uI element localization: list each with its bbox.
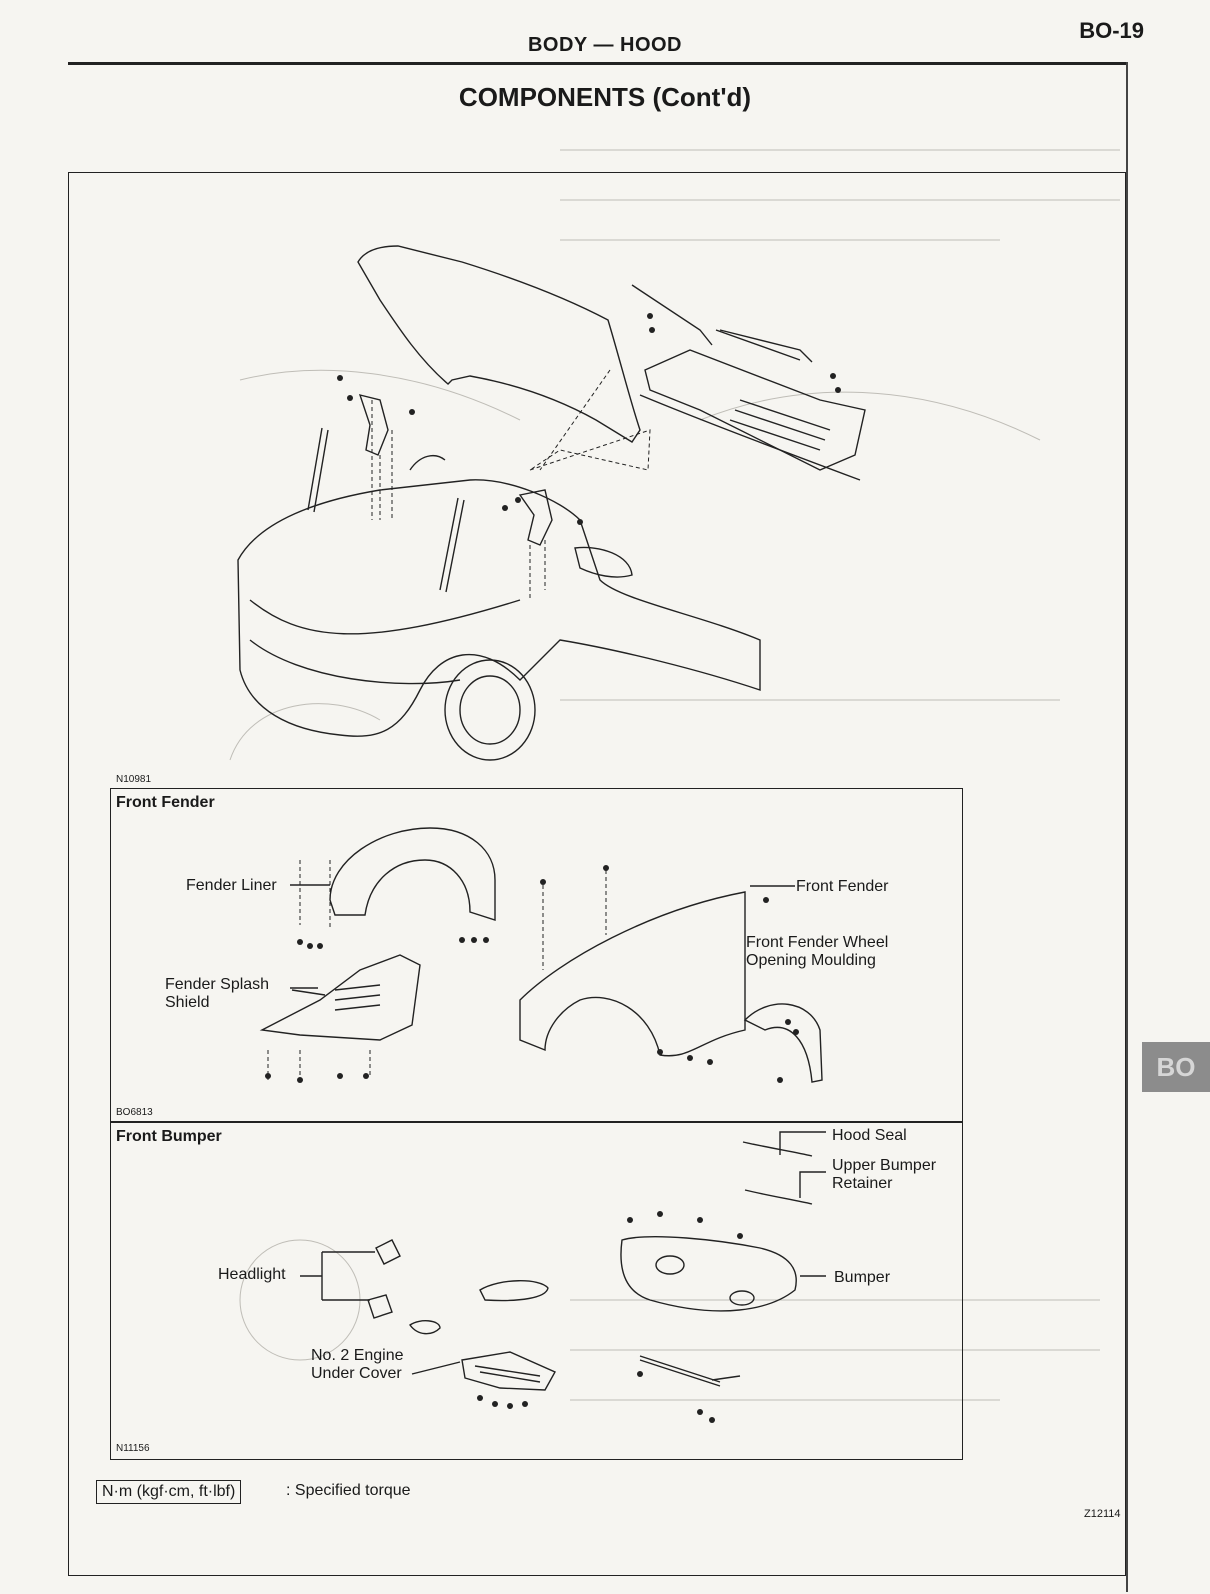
front-bumper-code: N11156 [116,1443,150,1454]
hood-support-left [307,427,329,513]
fastener-glyphs [265,313,841,1423]
front-wheel [444,659,536,761]
splash-shield-label-line1: Fender Splash [165,976,270,993]
cowl-top-panel [644,349,866,471]
front-fender-drawing [259,827,823,1083]
hood-hinge-left [358,394,389,456]
section-side-tab: BO [1142,1042,1210,1092]
front-fender-title: Front Fender [116,794,215,811]
hood-support-right [439,497,465,593]
upper-retainer-label-line1: Upper Bumper [832,1157,937,1174]
hood-panel [357,245,641,443]
footer-illustration-code: Z12114 [1084,1508,1121,1520]
headlight-label: Headlight [218,1266,286,1283]
fender-liner-label: Fender Liner [186,877,277,894]
section-header: BODY — HOOD [527,34,683,56]
wheel-moulding-label-line2: Opening Moulding [746,952,876,969]
hood-seal-strip [742,1141,813,1157]
hood-hinge-right [518,489,553,546]
front-fender-label: Front Fender [796,878,889,895]
fog-lamp-bracket [409,1320,441,1335]
bleed-through-ghost [229,149,1120,1401]
splash-shield-label-line2: Shield [165,994,210,1011]
under-cover-label-line2: Under Cover [311,1365,402,1382]
front-bumper-panel [110,1122,963,1460]
front-fender-shape [519,891,746,1057]
torque-legend-text: : Specified torque [286,1482,411,1499]
car-body-outline [237,479,761,737]
headlight-lens [479,1280,549,1302]
wiper-arm-right [719,329,813,363]
page-title: COMPONENTS (Cont'd) [458,82,752,112]
wheel-opening-moulding-shape [743,1003,823,1083]
wiper-arm-left [631,284,801,361]
headlight-bracket-2 [367,1294,393,1319]
upper-retainer-label-line2: Retainer [832,1175,893,1192]
splash-shield-shape [259,954,421,1041]
torque-unit-box: N·m (kgf·cm, ft·lbf) [96,1480,242,1504]
headlight-bracket-1 [375,1239,401,1265]
hood-assembly-drawing [237,245,866,761]
front-bumper-title: Front Bumper [116,1128,222,1145]
hood-diagram-code: N10981 [116,774,152,785]
front-bumper-drawing [300,1131,826,1391]
page-number: BO-19 [1079,18,1144,43]
bumper-reinforcement-bar [639,1355,741,1387]
header-rule [68,62,1128,65]
bumper-cover-shape [620,1236,797,1312]
upper-retainer-strip [744,1189,813,1205]
components-frame [68,172,1126,1576]
fender-liner-shape [329,827,496,921]
front-fender-code: BO6813 [116,1107,153,1118]
front-fender-panel [110,788,963,1122]
hood-seal-label: Hood Seal [832,1127,907,1144]
wheel-moulding-label-line1: Front Fender Wheel [746,934,889,951]
no2-under-cover-shape [461,1351,556,1391]
under-cover-label-line1: No. 2 Engine [311,1347,404,1364]
bumper-label: Bumper [834,1269,891,1286]
side-mirror [574,546,633,578]
right-margin-rule [1126,62,1128,1592]
